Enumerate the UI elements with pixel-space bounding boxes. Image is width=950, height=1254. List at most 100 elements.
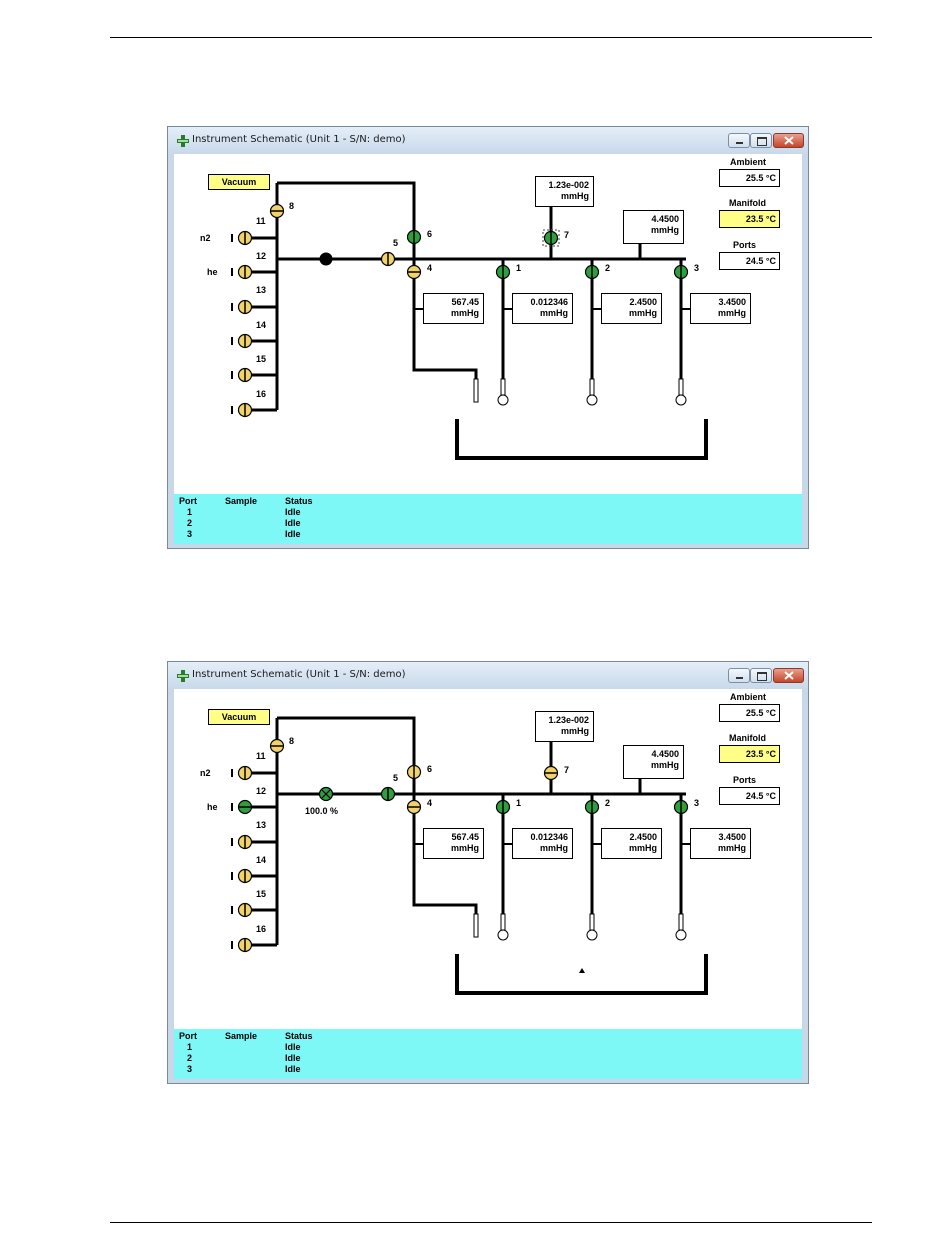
ports-temp: 24.5 °C — [719, 787, 780, 805]
valve-15[interactable] — [237, 367, 253, 383]
servo-valve[interactable] — [319, 252, 333, 266]
valve-16[interactable] — [237, 937, 253, 953]
schematic-diagram — [231, 716, 708, 995]
minimize-button[interactable] — [728, 133, 750, 148]
status-port: 1 — [187, 1042, 193, 1052]
vacuum-button[interactable]: Vacuum — [208, 174, 270, 190]
close-icon — [784, 671, 794, 680]
gas-label-he: he — [207, 802, 218, 812]
valve-14[interactable] — [237, 868, 253, 884]
valve-13[interactable] — [237, 299, 253, 315]
valve-7[interactable] — [543, 765, 559, 781]
valve-5[interactable] — [380, 251, 396, 267]
valve-14[interactable] — [237, 333, 253, 349]
valve-1[interactable] — [495, 264, 511, 280]
status-value: Idle — [285, 518, 301, 528]
valve-6[interactable] — [406, 229, 422, 245]
valve-label: 5 — [393, 238, 399, 248]
manifold-temp-label: Manifold — [729, 733, 766, 743]
valve-4[interactable] — [406, 799, 422, 815]
window-title: Instrument Schematic (Unit 1 - S/N: demo… — [192, 669, 406, 680]
valve-label: 16 — [256, 924, 267, 934]
valve-label: 6 — [427, 229, 433, 239]
sample-tube-1-bulb — [497, 929, 509, 941]
title-bar[interactable]: Instrument Schematic (Unit 1 - S/N: demo… — [168, 127, 808, 154]
status-header-status: Status — [285, 1031, 313, 1041]
ambient-temp: 25.5 °C — [719, 169, 780, 187]
valve-label: 3 — [694, 263, 700, 273]
valve-16[interactable] — [237, 402, 253, 418]
valve-label: 4 — [427, 798, 433, 808]
sample-tube-2 — [589, 378, 595, 396]
valve-4[interactable] — [406, 264, 422, 280]
vacuum-button[interactable]: Vacuum — [208, 709, 270, 725]
status-value: Idle — [285, 1064, 301, 1074]
ports-temp-label: Ports — [733, 775, 757, 785]
valve-12[interactable] — [237, 799, 253, 815]
ambient-temp: 25.5 °C — [719, 704, 780, 722]
maximize-icon — [757, 672, 767, 681]
gas-label-n2: n2 — [200, 768, 211, 778]
status-port: 3 — [187, 1064, 193, 1074]
servo-percent: 100.0 % — [305, 806, 339, 816]
pressure-value: 567.45 — [451, 832, 479, 842]
pressure-value: 2.4500 — [629, 832, 657, 842]
minimize-icon — [736, 142, 743, 144]
status-port: 3 — [187, 529, 193, 539]
valve-label: 13 — [256, 285, 267, 295]
valve-2[interactable] — [584, 799, 600, 815]
schematic-diagram — [231, 181, 708, 460]
valve-5[interactable] — [380, 786, 396, 802]
valve-label: 16 — [256, 389, 267, 399]
sample-tube-3 — [678, 378, 684, 396]
valve-2[interactable] — [584, 264, 600, 280]
valve-12[interactable] — [237, 264, 253, 280]
valve-7[interactable] — [543, 230, 559, 246]
close-button[interactable] — [773, 668, 804, 683]
pressure-value: 0.012346 — [530, 297, 568, 307]
valve-label: 8 — [289, 736, 295, 746]
status-value: Idle — [285, 507, 301, 517]
selection-box — [542, 229, 560, 247]
valve-11[interactable] — [237, 230, 253, 246]
pressure-unit: mmHg — [560, 726, 589, 736]
dewar-level-marker — [579, 968, 585, 973]
pressure-unit: mmHg — [628, 308, 657, 318]
close-button[interactable] — [773, 133, 804, 148]
servo-valve[interactable] — [318, 786, 334, 802]
minimize-button[interactable] — [728, 668, 750, 683]
pressure-value: 1.23e-002 — [548, 180, 589, 190]
valve-15[interactable] — [237, 902, 253, 918]
valve-8[interactable] — [269, 203, 285, 219]
valve-label: 15 — [256, 354, 267, 364]
valve-label: 8 — [289, 201, 295, 211]
pressure-unit: mmHg — [717, 308, 746, 318]
pressure-unit: mmHg — [628, 843, 657, 853]
maximize-button[interactable] — [750, 133, 772, 148]
valve-6[interactable] — [406, 764, 422, 780]
valve-1[interactable] — [495, 799, 511, 815]
valve-13[interactable] — [237, 834, 253, 850]
maximize-button[interactable] — [750, 668, 772, 683]
valve-11[interactable] — [237, 765, 253, 781]
sample-tube-2-bulb — [586, 394, 598, 406]
gas-label-n2: n2 — [200, 233, 211, 243]
pressure-unit: mmHg — [539, 843, 568, 853]
title-bar[interactable]: Instrument Schematic (Unit 1 - S/N: demo… — [168, 662, 808, 689]
valve-3[interactable] — [673, 799, 689, 815]
status-port: 2 — [187, 1053, 193, 1063]
valve-3[interactable] — [673, 264, 689, 280]
sample-tube-4 — [473, 913, 479, 938]
gas-label-he: he — [207, 267, 218, 277]
valve-8[interactable] — [269, 738, 285, 754]
sample-tube-3-bulb — [675, 394, 687, 406]
